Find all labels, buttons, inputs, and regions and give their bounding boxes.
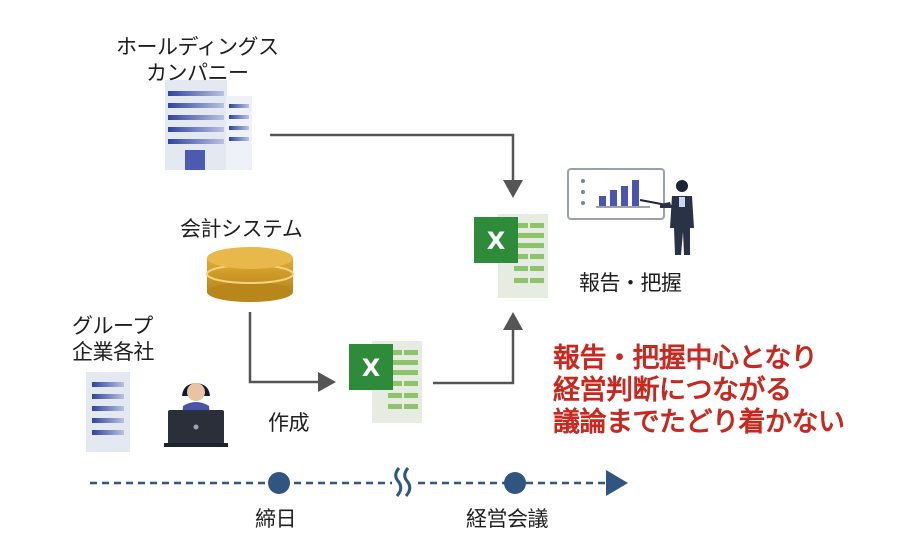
excel-icon-create: X bbox=[349, 341, 422, 423]
holdings-label: ホールディングス カンパニー bbox=[116, 34, 279, 86]
holdings-label-line-1: ホールディングス bbox=[116, 35, 279, 59]
connector-system-to-excel bbox=[248, 312, 336, 392]
timeline-node-closing bbox=[268, 472, 290, 494]
presenter-chart-icon bbox=[567, 168, 694, 255]
issue-message-line-1: 報告・把握中心となり bbox=[553, 343, 818, 374]
create-label: 作成 bbox=[268, 411, 310, 435]
closing-date-label: 締日 bbox=[255, 507, 297, 531]
excel-letter: X bbox=[487, 227, 506, 255]
report-label: 報告・把握 bbox=[579, 271, 682, 295]
group-companies-label: グループ 企業各社 bbox=[72, 313, 155, 365]
connector-excel-to-report bbox=[433, 312, 523, 385]
group-building-icon bbox=[86, 372, 130, 452]
group-companies-label-line-2: 企業各社 bbox=[72, 340, 155, 364]
timeline-arrow-head bbox=[606, 470, 628, 496]
holdings-building-icon bbox=[165, 80, 252, 170]
timeline-node-meeting bbox=[504, 472, 526, 494]
excel-icon-report: X bbox=[474, 214, 548, 298]
issue-message-line-2: 経営判断につながる bbox=[553, 375, 792, 406]
database-icon bbox=[206, 247, 294, 302]
group-companies-label-line-1: グループ bbox=[72, 314, 153, 338]
issue-message-line-3: 議論までたどり着かない bbox=[553, 407, 845, 438]
accounting-system-label: 会計システム bbox=[180, 217, 303, 241]
management-meeting-label: 経営会議 bbox=[466, 507, 549, 531]
timeline bbox=[90, 467, 628, 497]
user-laptop-icon bbox=[164, 383, 228, 447]
timeline-break-icon bbox=[394, 467, 412, 497]
excel-letter: X bbox=[362, 354, 381, 382]
holdings-label-line-2: カンパニー bbox=[146, 61, 249, 85]
connector-holdings-to-excel bbox=[270, 133, 523, 198]
